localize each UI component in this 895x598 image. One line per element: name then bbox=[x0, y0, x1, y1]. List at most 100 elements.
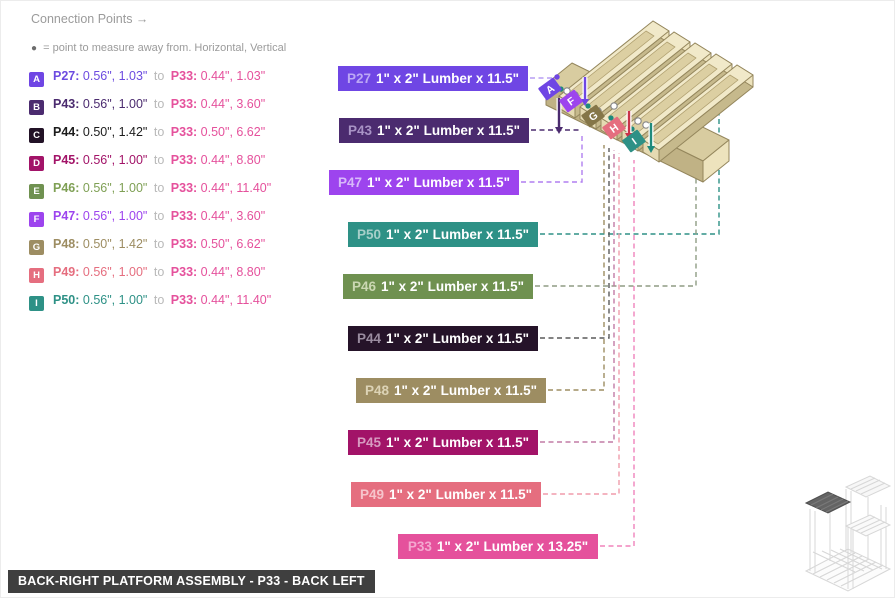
part-label-text: 1" x 2" Lumber x 11.5" bbox=[377, 123, 521, 138]
measure-arrows bbox=[555, 77, 655, 153]
arrow-head bbox=[555, 127, 563, 134]
leader-p50 bbox=[540, 114, 720, 235]
leader-p48 bbox=[548, 145, 605, 391]
part-label-p33: P33 1" x 2" Lumber x 13.25" bbox=[398, 534, 598, 559]
letter-badge: E bbox=[29, 184, 44, 199]
part-label-text: 1" x 2" Lumber x 11.5" bbox=[394, 383, 538, 398]
leader-p45 bbox=[540, 150, 615, 443]
target-id: P33: bbox=[170, 181, 198, 195]
part-measure: 0.56", 1.00" bbox=[82, 265, 148, 279]
measure-point-icon: ● bbox=[31, 43, 38, 54]
measure-ring bbox=[571, 91, 579, 99]
part-label-prefix: P50 bbox=[356, 227, 381, 242]
part-id: P50: bbox=[53, 293, 80, 307]
part-measure: 0.50", 1.42" bbox=[82, 125, 148, 139]
arrow-head bbox=[581, 99, 589, 106]
measure-point-dot bbox=[554, 74, 560, 80]
legend: ● = point to measure away from. Horizont… bbox=[31, 42, 286, 54]
slat bbox=[579, 31, 691, 130]
measure-points: A F G H I bbox=[538, 74, 655, 153]
svg-text:H: H bbox=[608, 122, 621, 136]
part-label-prefix: P43 bbox=[347, 123, 372, 138]
model-badge-h bbox=[602, 116, 626, 140]
part-label-prefix: P45 bbox=[356, 435, 381, 450]
measure-point-dot bbox=[558, 86, 564, 92]
part-label-text: 1" x 2" Lumber x 11.5" bbox=[386, 227, 530, 242]
leader-p44 bbox=[540, 148, 610, 339]
target-id: P33: bbox=[170, 69, 198, 83]
to-word: to bbox=[153, 293, 165, 307]
part-id: P27: bbox=[53, 69, 80, 83]
svg-text:I: I bbox=[630, 136, 639, 147]
part-label-prefix: P33 bbox=[407, 539, 432, 554]
part-label-text: 1" x 2" Lumber x 11.5" bbox=[381, 279, 525, 294]
target-measure: 0.44", 3.60" bbox=[200, 209, 266, 223]
slat bbox=[600, 42, 712, 141]
part-id: P49: bbox=[53, 265, 80, 279]
model-badge-i bbox=[622, 129, 646, 153]
measure-point-dot bbox=[585, 103, 591, 109]
to-word: to bbox=[153, 265, 165, 279]
part-measure: 0.56", 1.00" bbox=[82, 293, 148, 307]
leader-p47 bbox=[521, 135, 583, 183]
part-measure: 0.56", 1.03" bbox=[82, 69, 148, 83]
to-word: to bbox=[153, 209, 165, 223]
part-label-prefix: P49 bbox=[359, 487, 384, 502]
target-measure: 0.50", 6.62" bbox=[200, 125, 266, 139]
measure-ring bbox=[634, 117, 642, 125]
target-measure: 0.50", 6.62" bbox=[200, 237, 266, 251]
arrow-head bbox=[647, 146, 655, 153]
slat bbox=[642, 64, 754, 163]
part-id: P48: bbox=[53, 237, 80, 251]
part-id: P47: bbox=[53, 209, 80, 223]
target-measure: 0.44", 8.80" bbox=[200, 265, 266, 279]
part-label-p49: P49 1" x 2" Lumber x 11.5" bbox=[351, 482, 541, 507]
part-label-prefix: P47 bbox=[337, 175, 362, 190]
part-label-prefix: P27 bbox=[346, 71, 371, 86]
part-label-p50: P50 1" x 2" Lumber x 11.5" bbox=[348, 222, 538, 247]
target-id: P33: bbox=[170, 153, 198, 167]
part-id: P43: bbox=[53, 97, 80, 111]
svg-text:F: F bbox=[565, 95, 578, 109]
measure-ring bbox=[594, 107, 602, 115]
measure-point-dot bbox=[629, 126, 635, 132]
rail-top-face bbox=[545, 62, 730, 162]
letter-badge: C bbox=[29, 128, 44, 143]
to-word: to bbox=[153, 97, 165, 111]
target-id: P33: bbox=[170, 125, 198, 139]
measure-ring bbox=[642, 121, 650, 129]
to-word: to bbox=[153, 153, 165, 167]
part-measure: 0.56", 1.00" bbox=[82, 153, 148, 167]
letter-badge: I bbox=[29, 296, 44, 311]
svg-text:A: A bbox=[544, 82, 558, 96]
part-label-text: 1" x 2" Lumber x 13.25" bbox=[436, 539, 589, 554]
leader-p49 bbox=[543, 153, 620, 495]
slat bbox=[558, 20, 670, 119]
measure-point-dot bbox=[608, 115, 614, 121]
model-letter-badges: A F G H I bbox=[538, 77, 646, 153]
legend-text: = point to measure away from. Horizontal… bbox=[43, 42, 287, 54]
part-label-prefix: P48 bbox=[364, 383, 389, 398]
to-word: to bbox=[153, 181, 165, 195]
part-label-prefix: P44 bbox=[356, 331, 381, 346]
part-label-text: 1" x 2" Lumber x 11.5" bbox=[389, 487, 533, 502]
rail-end-face bbox=[702, 139, 730, 183]
assembly-title-banner: BACK-RIGHT PLATFORM ASSEMBLY - P33 - BAC… bbox=[8, 570, 375, 593]
to-word: to bbox=[153, 237, 165, 251]
target-id: P33: bbox=[170, 237, 198, 251]
target-id: P33: bbox=[170, 209, 198, 223]
highlighted-platform bbox=[804, 491, 852, 514]
leader-p46 bbox=[535, 112, 697, 287]
rail-front-face bbox=[545, 83, 704, 183]
